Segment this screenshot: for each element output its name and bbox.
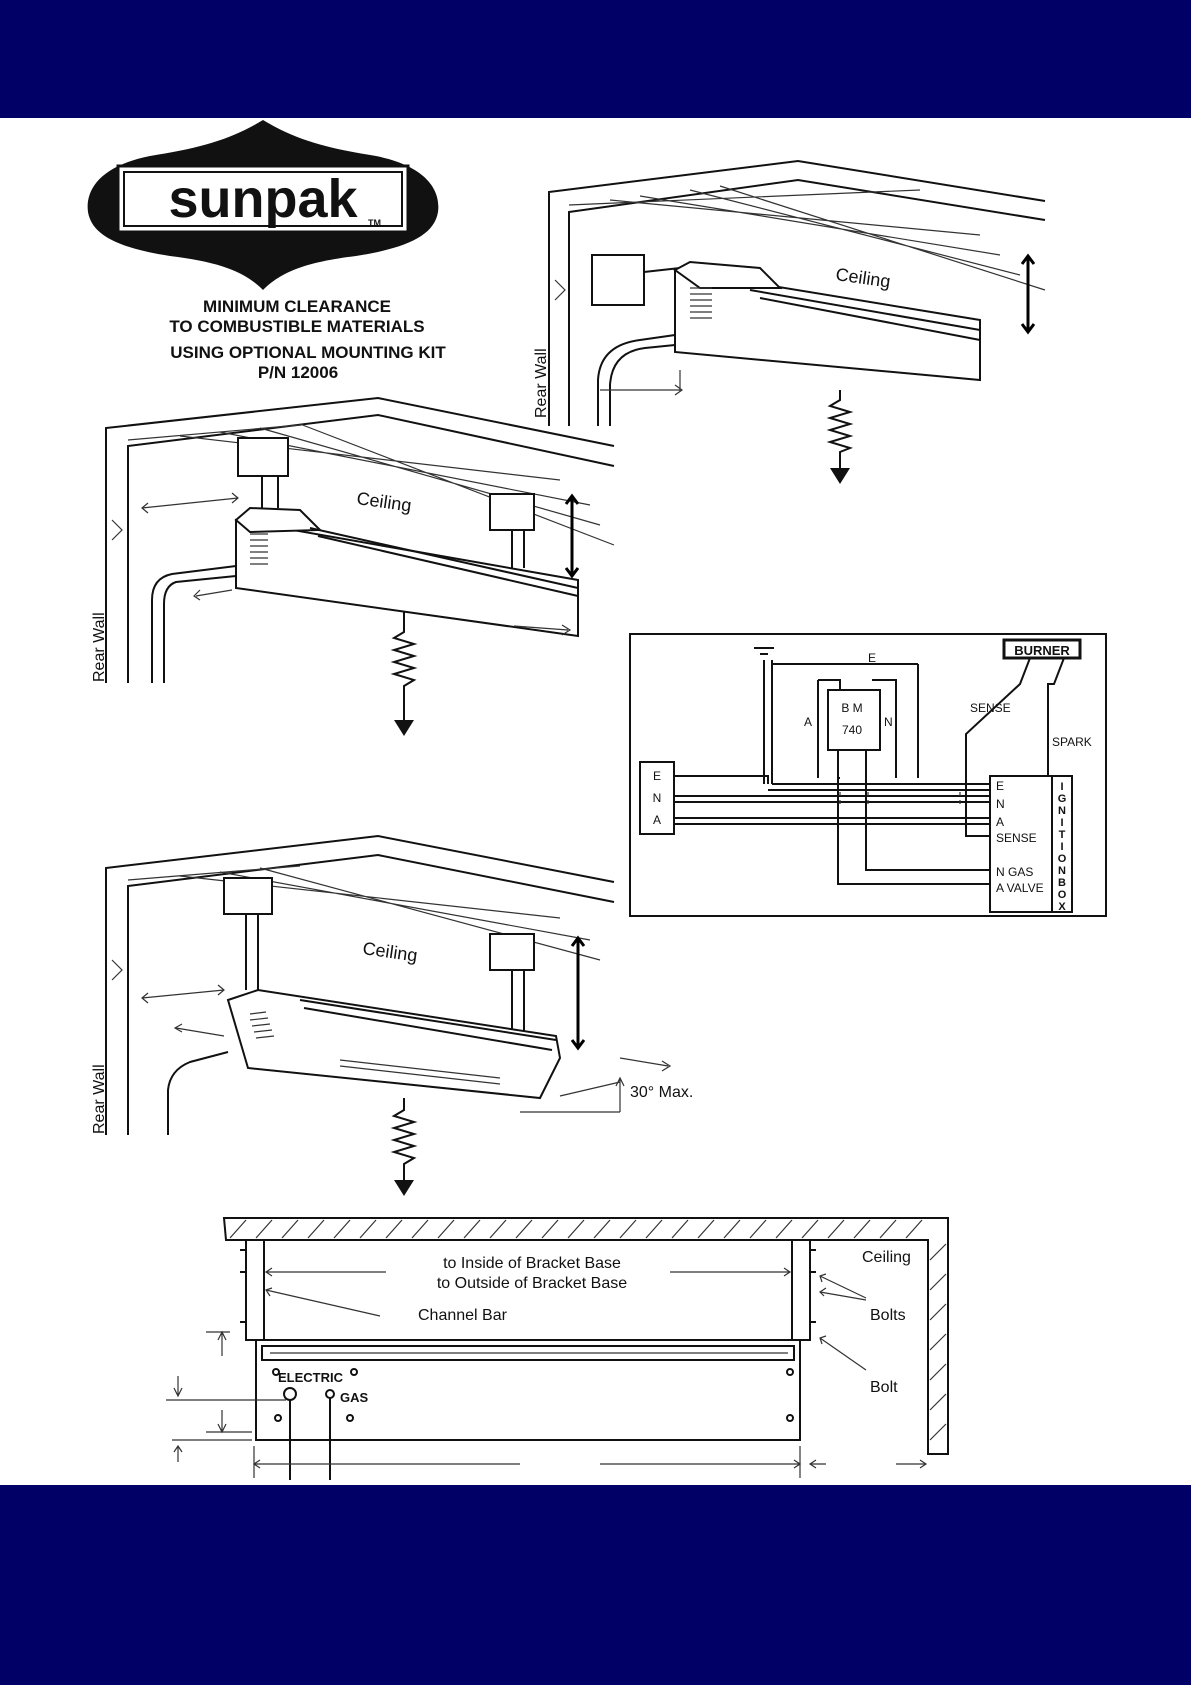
ignition-letter: N [1058,805,1066,817]
spark-label: SPARK [1052,735,1092,749]
ignition-letter: G [1058,793,1067,805]
module-a-label: A [804,715,812,729]
ignition-letter: I [1060,841,1063,853]
ignition-letter: T [1059,829,1066,841]
clearance-title: MINIMUM CLEARANCE TO COMBUSTIBLE MATERIA… [169,297,446,382]
ceiling-label-1: Ceiling [834,264,891,291]
figure-ceiling-mount: Ceiling Rear Wall [533,159,1046,484]
wiring-diagram: BURNER SENSE SPARK E B M 740 A N E N A E [629,633,1107,917]
bolts-label: Bolts [870,1307,906,1324]
ignition-letter: I [1060,817,1063,829]
front-view-diagram: ELECTRIC GAS to Inside of Bracket Base t… [166,1217,949,1480]
bottom-banner [0,1485,1191,1685]
bolt-label: Bolt [870,1379,898,1396]
ignition-letter: B [1058,877,1066,889]
title-line-4: P/N 12006 [258,363,338,382]
title-line-3: USING OPTIONAL MOUNTING KIT [170,343,446,362]
sense-label: SENSE [970,701,1011,715]
ignition-letter: X [1058,901,1066,913]
ceiling-label-3: Ceiling [361,938,418,965]
module-line-2: 740 [842,723,862,737]
box-term-a-valve: A VALVE [996,881,1044,895]
box-term-n: N [996,797,1005,811]
earth-label: E [868,651,876,665]
inside-bracket-label: to Inside of Bracket Base [443,1255,621,1272]
gas-label: GAS [340,1390,369,1405]
ignition-letter: O [1058,889,1067,901]
sunpak-logo: sunpak TM [87,120,439,290]
rear-wall-label-3: Rear Wall [91,1064,108,1134]
supply-n: N [653,791,662,805]
tilt-angle-label: 30° Max. [630,1084,693,1101]
supply-a: A [653,813,661,827]
box-term-sense: SENSE [996,831,1037,845]
module-line-1: B M [841,701,862,715]
box-term-n-gas: N GAS [996,865,1033,879]
electric-label: ELECTRIC [278,1370,344,1385]
burner-label: BURNER [1014,643,1070,658]
box-term-a: A [996,815,1004,829]
figure-tilted-mount: Ceiling Rear Wall 30° Max. [91,834,693,1196]
top-banner [0,0,1191,118]
logo-text: sunpak [168,169,358,229]
module-n-label: N [884,715,893,729]
title-line-2: TO COMBUSTIBLE MATERIALS [169,317,424,336]
box-term-e: E [996,779,1004,793]
figure-bracket-mount: Ceiling Rear Wall [91,396,615,736]
ceiling-label-front: Ceiling [862,1249,911,1266]
supply-e: E [653,769,661,783]
channel-bar-label: Channel Bar [418,1307,508,1324]
ignition-box-label: I G N I T I O N B O X [1058,781,1067,913]
ignition-letter: O [1058,853,1067,865]
ceiling-label-2: Ceiling [355,488,412,515]
ignition-letter: N [1058,865,1066,877]
title-line-1: MINIMUM CLEARANCE [203,297,391,316]
trademark-mark: TM [368,218,381,228]
ignition-letter: I [1060,781,1063,793]
rear-wall-label-1: Rear Wall [533,348,550,418]
rear-wall-label-2: Rear Wall [91,612,108,682]
outside-bracket-label: to Outside of Bracket Base [437,1275,627,1292]
